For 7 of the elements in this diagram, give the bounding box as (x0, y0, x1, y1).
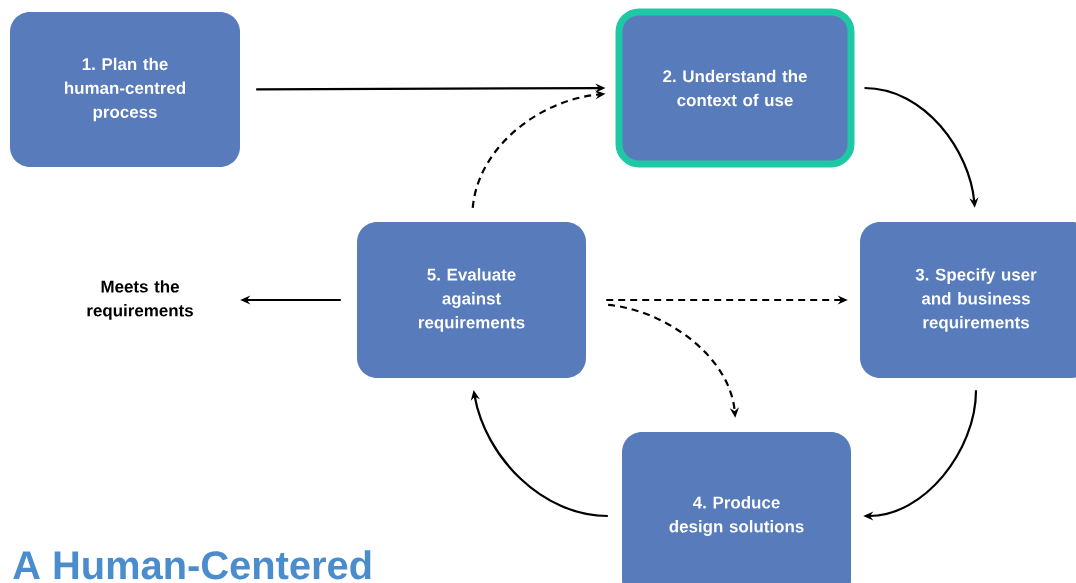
title: A Human-Centered (13, 550, 371, 580)
process-box: 5. Evaluate against requirements (357, 222, 586, 378)
process-box: 4. Produce design solutions (622, 432, 851, 583)
process-box: 3. Specify user and business requirements (860, 222, 1076, 378)
process-box: 1. Plan the human-centred process (10, 12, 240, 167)
outcome-label: Meets the requirements (87, 280, 193, 320)
process-box: 2. Understand the context of use (615, 8, 855, 168)
